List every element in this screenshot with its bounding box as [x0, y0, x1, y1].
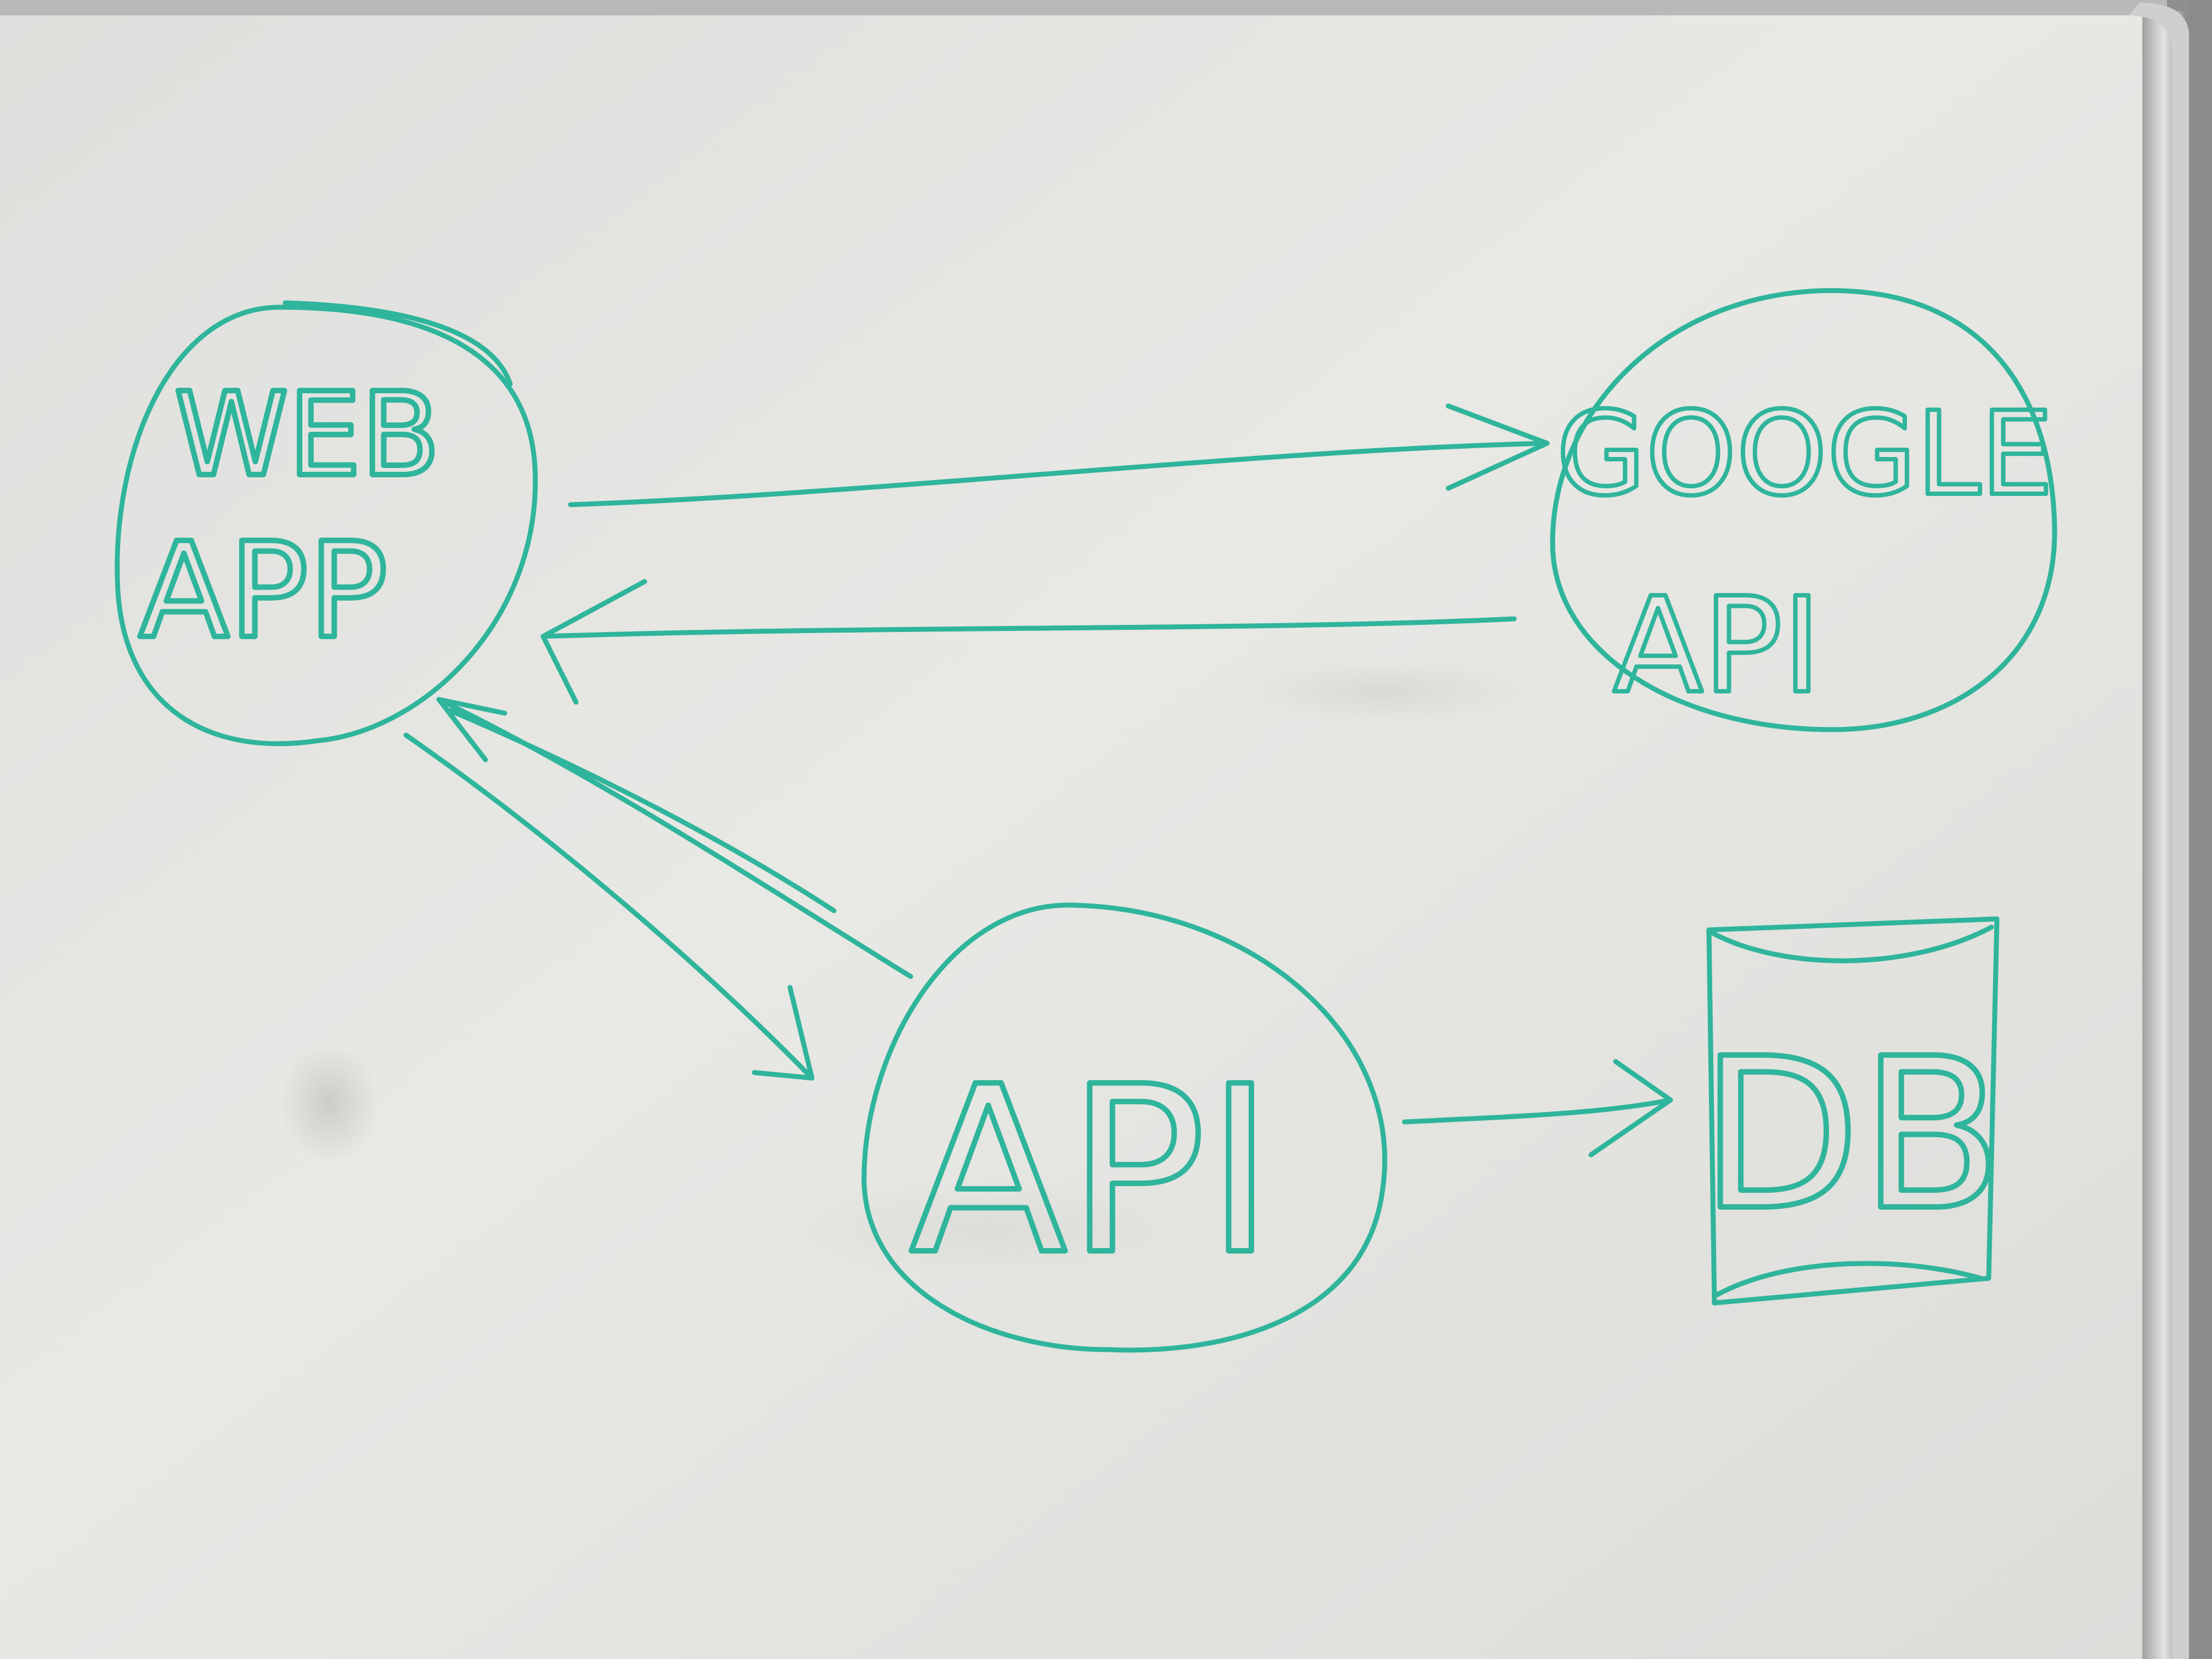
edge-line — [403, 732, 815, 1081]
arrowhead-icon — [436, 697, 507, 763]
node-google-api: GOOGLE API — [1550, 288, 2057, 732]
api-label: API — [910, 1037, 1274, 1306]
node-api: API — [861, 902, 1387, 1353]
google-api-label-line-2: API — [1613, 569, 1821, 723]
smudge — [280, 1042, 379, 1163]
board-frame-top — [0, 0, 2167, 15]
node-db: DB — [1697, 916, 2006, 1306]
web-app-label-line-1: WEB — [174, 368, 440, 502]
smudge — [1240, 658, 1525, 724]
web-app-circle-overlap — [283, 300, 513, 387]
google-api-label-line-1: GOOGLE — [1556, 387, 2053, 521]
db-label: DB — [1700, 1013, 2003, 1256]
edge-line-double — [447, 708, 837, 913]
wall-strip — [2189, 0, 2212, 1659]
db-box — [1706, 916, 2000, 1306]
board-surface — [0, 0, 2167, 1659]
db-box-bottom-curve — [1714, 1261, 1983, 1297]
google-api-circle — [1550, 288, 2057, 732]
arrowhead-icon — [1588, 1059, 1673, 1158]
web-app-circle — [115, 304, 538, 747]
arrowhead-icon — [752, 985, 815, 1081]
node-web-app: WEB APP — [115, 300, 538, 747]
web-app-label-line-2: APP — [139, 514, 388, 668]
edge-web-app-to-api — [403, 732, 815, 1081]
edge-web-app-to-google-api — [568, 403, 1550, 507]
edge-google-api-to-web-app — [540, 579, 1517, 705]
edge-api-to-web-app — [436, 697, 913, 979]
board-frame-corner — [2129, 3, 2189, 1659]
api-circle — [861, 902, 1387, 1353]
db-box-top-curve — [1709, 924, 1994, 963]
edge-line — [540, 616, 1517, 639]
arrowhead-icon — [540, 579, 647, 705]
edge-api-to-db — [1402, 1059, 1673, 1158]
edge-line — [568, 441, 1550, 507]
edge-line — [1402, 1097, 1673, 1125]
arrowhead-icon — [1446, 403, 1550, 491]
